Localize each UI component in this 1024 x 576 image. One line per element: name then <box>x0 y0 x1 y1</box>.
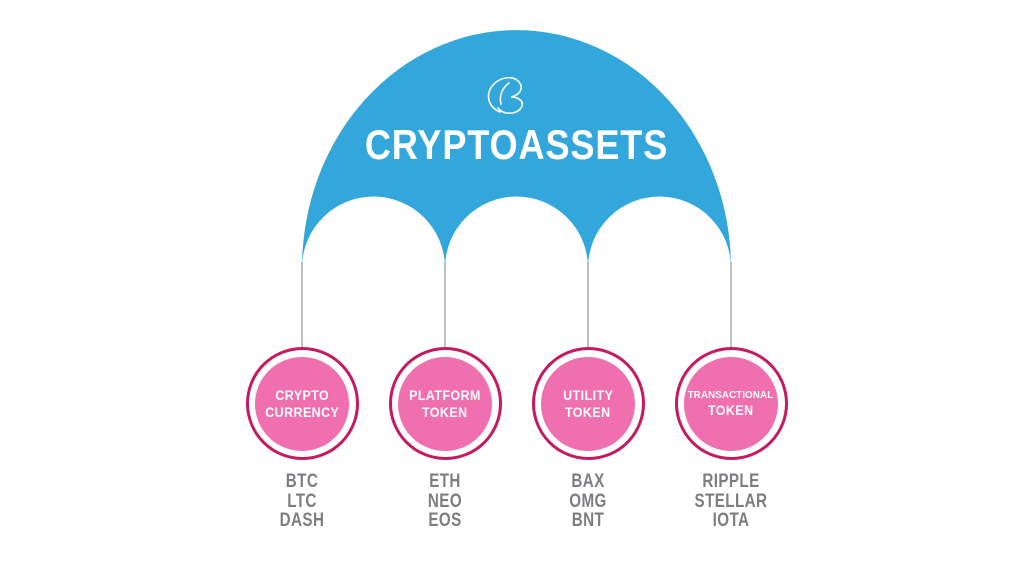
umbrella-strings <box>301 262 732 349</box>
coin-item: EOS <box>428 510 462 531</box>
coin-list: RIPPLE STELLAR IOTA <box>651 472 811 531</box>
token-circle: CRYPTO CURRENCY <box>245 347 359 460</box>
token-label-line: TOKEN <box>565 404 611 420</box>
token-circle: TRANSACTIONAL TOKEN <box>674 347 788 460</box>
category-utility-token: UTILITY TOKEN BAX OMG BNT <box>508 347 668 531</box>
coin-item: RIPPLE <box>702 471 760 492</box>
coin-item: OMG <box>569 490 607 512</box>
coin-list: ETH NEO EOS <box>365 472 525 531</box>
token-label-line: PLATFORM <box>409 387 481 403</box>
token-circle-fill: UTILITY TOKEN <box>541 356 635 451</box>
coin-item: IOTA <box>712 510 750 531</box>
coin-item: BAX <box>571 471 605 492</box>
coin-item: DASH <box>279 510 325 531</box>
coin-item: NEO <box>427 490 463 512</box>
coin-item: STELLAR <box>694 490 768 512</box>
scribble-b-icon <box>487 76 524 115</box>
token-label-line: UTILITY <box>562 387 614 403</box>
token-circle: PLATFORM TOKEN <box>388 347 502 460</box>
coin-item: LTC <box>287 490 317 512</box>
coin-list: BAX OMG BNT <box>508 472 668 531</box>
category-platform-token: PLATFORM TOKEN ETH NEO EOS <box>365 347 525 531</box>
token-label-line: TRANSACTIONAL <box>688 389 774 401</box>
token-circle-fill: PLATFORM TOKEN <box>398 356 492 451</box>
coin-list: BTC LTC DASH <box>222 472 382 531</box>
token-label-line: CURRENCY <box>264 404 340 420</box>
category-crypto-currency: CRYPTO CURRENCY BTC LTC DASH <box>222 347 382 531</box>
page-title: CRYPTOASSETS <box>364 121 669 168</box>
umbrella-canopy <box>302 30 731 268</box>
token-label-line: CRYPTO <box>275 387 329 403</box>
token-label-line: TOKEN <box>708 403 754 418</box>
coin-item: BNT <box>571 510 605 531</box>
coin-item: ETH <box>429 471 461 492</box>
token-circle-fill: TRANSACTIONAL TOKEN <box>684 356 778 451</box>
coin-item: BTC <box>285 471 319 492</box>
token-circle-fill: CRYPTO CURRENCY <box>255 356 349 451</box>
category-transactional-token: TRANSACTIONAL TOKEN RIPPLE STELLAR IOTA <box>651 347 811 531</box>
token-label-line: TOKEN <box>422 404 468 420</box>
token-circle: UTILITY TOKEN <box>531 347 645 460</box>
